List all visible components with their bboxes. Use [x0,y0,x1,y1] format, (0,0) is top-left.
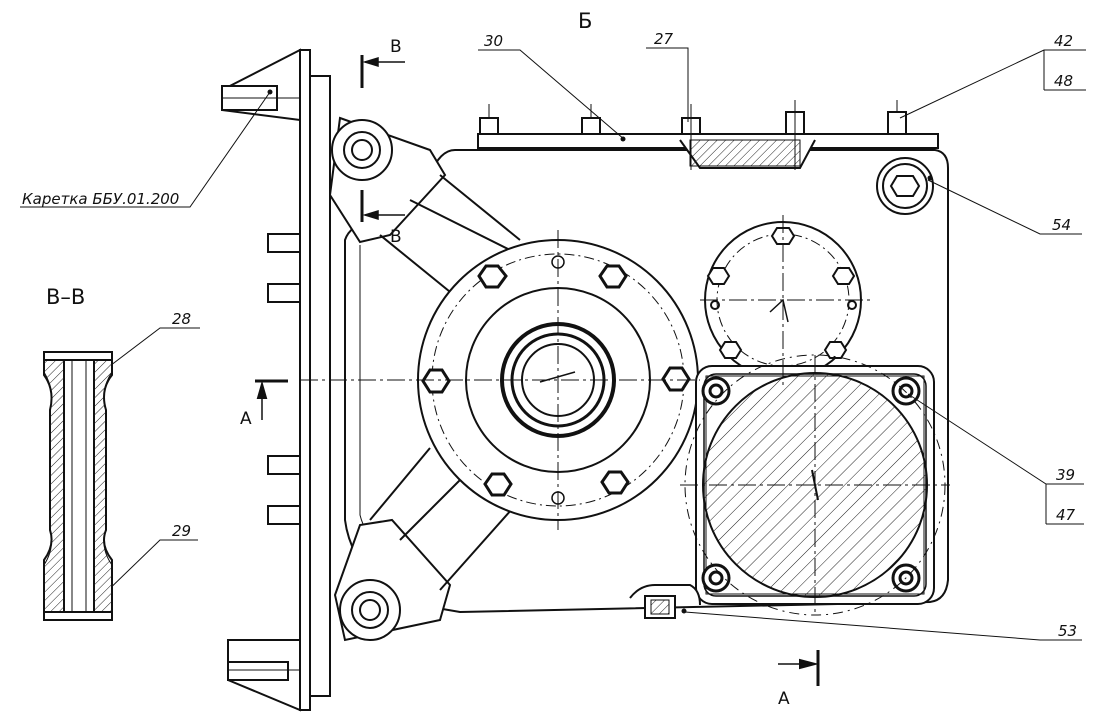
section-mark-a-left: А [240,409,252,429]
leader-lines [20,47,1086,641]
view-label: Б [578,9,592,33]
upper-arm [328,116,521,301]
leader-dots [267,89,933,614]
section-mark-b-top: В [390,37,402,57]
callout-54: 54 [1052,216,1071,234]
callout-42: 42 [1054,32,1073,50]
flange-nuts [421,255,691,505]
section-title: В–В [46,285,85,309]
callout-27: 27 [654,30,674,48]
callout-29: 29 [172,522,191,540]
section-mark-a-bottom: А [778,689,790,709]
lower-arm [333,447,521,642]
plug-54 [876,157,934,215]
section-cut-a [255,379,820,686]
carriage-label: Каретка ББУ.01.200 [22,190,179,208]
center-lines [300,215,950,615]
callout-48: 48 [1054,72,1073,90]
callout-28: 28 [172,310,191,328]
section-bb-detail [43,351,113,621]
callout-53: 53 [1058,622,1077,640]
section-mark-b-bottom: В [390,227,402,247]
callout-39: 39 [1056,466,1075,484]
callout-47: 47 [1056,506,1076,524]
drain-plug [629,584,701,619]
callout-30: 30 [484,32,503,50]
